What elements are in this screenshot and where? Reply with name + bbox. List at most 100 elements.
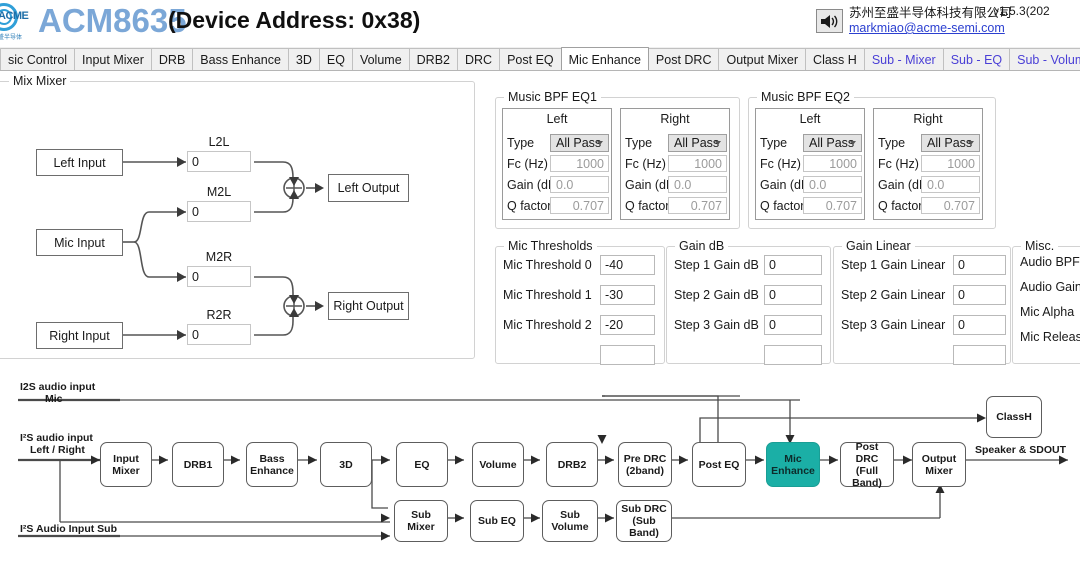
- eq1-right-fc-label: Fc (Hz): [625, 156, 666, 171]
- right-input-label: Right Input: [49, 328, 110, 343]
- audio-bpf-alpha-label: Audio BPF A: [1020, 255, 1080, 269]
- eq2-right-fc-input[interactable]: 1000: [921, 155, 980, 172]
- mic-threshold-1-label: Mic Threshold 1: [503, 288, 592, 302]
- mix-mixer-group: Mix Mixer: [0, 74, 475, 359]
- tab-post-eq[interactable]: Post EQ: [499, 48, 562, 70]
- tab-3d[interactable]: 3D: [287, 48, 320, 70]
- music-bpf-eq1-title: Music BPF EQ1: [504, 90, 601, 104]
- mic-threshold-1-input[interactable]: -30: [600, 285, 655, 305]
- gain-input-r2r[interactable]: 0: [187, 324, 251, 345]
- eq1-right-column: Right Type All Pass Fc (Hz) 1000 Gain (d…: [620, 108, 730, 220]
- eq2-left-gain-label: Gain (dB): [760, 177, 814, 192]
- step3-gain-db-input[interactable]: 0: [764, 315, 822, 335]
- step2-gain-db-label: Step 2 Gain dB: [674, 288, 759, 302]
- eq1-right-q-input[interactable]: 0.707: [668, 197, 727, 214]
- eq2-right-type-value: All Pass: [927, 135, 973, 150]
- eq1-right-type-select[interactable]: All Pass: [668, 133, 727, 152]
- tab-bass-enhance[interactable]: Bass Enhance: [192, 48, 289, 70]
- gain-label-r2r: R2R: [206, 308, 232, 322]
- speaker-sdout-label: Speaker & SDOUT: [975, 444, 1067, 456]
- eq1-left-column: Left Type All Pass Fc (Hz) 1000 Gain (dB…: [502, 108, 612, 220]
- chevron-down-icon: [850, 140, 856, 145]
- tab-sub-volume[interactable]: Sub - Volume: [1009, 48, 1080, 70]
- tab-drc[interactable]: DRC: [457, 48, 501, 70]
- flow-block-sub-drc[interactable]: Sub DRC (Sub Band): [616, 500, 672, 542]
- tab-sub-eq[interactable]: Sub - EQ: [942, 48, 1011, 70]
- flow-block-bass-enhance[interactable]: Bass Enhance: [246, 442, 298, 487]
- eq1-left-fc-input[interactable]: 1000: [550, 155, 609, 172]
- i2s-sub-input-label: I²S Audio Input Sub: [20, 523, 118, 535]
- tab-label: DRB2: [416, 53, 450, 67]
- step3-gain-linear-input[interactable]: 0: [953, 315, 1006, 335]
- tab-output-mixer[interactable]: Output Mixer: [718, 48, 807, 70]
- flow-block-input-mixer[interactable]: Input Mixer: [100, 442, 152, 487]
- flow-block-sub-volume[interactable]: Sub Volume: [542, 500, 598, 542]
- tab-drb[interactable]: DRB: [150, 48, 194, 70]
- eq2-right-type-select[interactable]: All Pass: [921, 133, 980, 152]
- flow-block-sub-mixer[interactable]: Sub Mixer: [394, 500, 448, 542]
- tab-label: DRC: [465, 53, 493, 67]
- tab-sub-mixer[interactable]: Sub - Mixer: [863, 48, 944, 70]
- step1-gain-linear-input[interactable]: 0: [953, 255, 1006, 275]
- flow-block-drb2[interactable]: DRB2: [546, 442, 598, 487]
- flow-block-eq[interactable]: EQ: [396, 442, 448, 487]
- flow-block-sub-eq[interactable]: Sub EQ: [470, 500, 524, 542]
- company-email-link[interactable]: markmiao@acme-semi.com: [849, 21, 1005, 35]
- step2-gain-linear-input[interactable]: 0: [953, 285, 1006, 305]
- flow-block-post-drc[interactable]: Post DRC (Full Band): [840, 441, 894, 489]
- eq2-left-type-select[interactable]: All Pass: [803, 133, 862, 152]
- tab-eq[interactable]: EQ: [318, 48, 353, 70]
- eq1-left-type-select[interactable]: All Pass: [550, 133, 609, 152]
- flow-block-post-eq[interactable]: Post EQ: [692, 442, 746, 487]
- music-bpf-eq2-title: Music BPF EQ2: [757, 90, 854, 104]
- mic-threshold-2-input[interactable]: -20: [600, 315, 655, 335]
- tab-post-drc[interactable]: Post DRC: [647, 48, 720, 70]
- i2s-lr-input-label2: Left / Right: [30, 444, 85, 456]
- flow-block-drb1[interactable]: DRB1: [172, 442, 224, 487]
- flow-block-classh[interactable]: ClassH: [986, 396, 1042, 438]
- tab-volume[interactable]: Volume: [351, 48, 410, 70]
- flow-block-3d[interactable]: 3D: [320, 442, 372, 487]
- mic-threshold-2-label: Mic Threshold 2: [503, 318, 592, 332]
- logo-text: ACME: [0, 10, 29, 22]
- eq2-right-q-label: Q factor: [878, 198, 923, 213]
- eq1-right-fc-input[interactable]: 1000: [668, 155, 727, 172]
- tab-drb2[interactable]: DRB2: [408, 48, 458, 70]
- eq1-left-gain-input[interactable]: 0.0: [550, 176, 609, 193]
- step1-gain-db-input[interactable]: 0: [764, 255, 822, 275]
- tab-label: Mic Enhance: [568, 52, 641, 67]
- mic-threshold-3-input[interactable]: [600, 345, 655, 365]
- flow-block-output-mixer[interactable]: Output Mixer: [912, 442, 966, 487]
- eq1-right-gain-input[interactable]: 0.0: [668, 176, 727, 193]
- gain-input-l2l[interactable]: 0: [187, 151, 251, 172]
- step2-gain-linear-label: Step 2 Gain Linear: [841, 288, 946, 302]
- tab-sic-control[interactable]: sic Control: [0, 48, 76, 70]
- tab-label: Sub - EQ: [950, 53, 1003, 67]
- tab-mic-enhance[interactable]: Mic Enhance: [560, 47, 649, 70]
- mic-threshold-0-input[interactable]: -40: [600, 255, 655, 275]
- step2-gain-db-input[interactable]: 0: [764, 285, 822, 305]
- eq2-right-q-input[interactable]: 0.707: [921, 197, 980, 214]
- flow-block-mic-enhance[interactable]: Mic Enhance: [766, 442, 820, 487]
- eq1-left-q-input[interactable]: 0.707: [550, 197, 609, 214]
- tab-label: Sub - Mixer: [871, 53, 936, 67]
- i2s-lr-input-label: I²S audio input: [20, 432, 93, 444]
- step4-gain-linear-input[interactable]: [953, 345, 1006, 365]
- device-address-label: (Device Address: 0x38): [168, 7, 421, 33]
- eq1-right-gain-label: Gain (dB): [625, 177, 679, 192]
- gain-input-m2l[interactable]: 0: [187, 201, 251, 222]
- eq2-left-gain-input[interactable]: 0.0: [803, 176, 862, 193]
- flow-block-volume[interactable]: Volume: [472, 442, 524, 487]
- gain-input-m2r[interactable]: 0: [187, 266, 251, 287]
- tab-input-mixer[interactable]: Input Mixer: [74, 48, 152, 70]
- left-output-label: Left Output: [337, 181, 400, 195]
- eq2-right-gain-input[interactable]: 0.0: [921, 176, 980, 193]
- eq2-left-fc-input[interactable]: 1000: [803, 155, 862, 172]
- chevron-down-icon: [597, 140, 603, 145]
- flow-block-pre-drc[interactable]: Pre DRC (2band): [618, 442, 672, 487]
- step4-gain-db-input[interactable]: [764, 345, 822, 365]
- step1-gain-linear-label: Step 1 Gain Linear: [841, 258, 946, 272]
- eq2-left-q-input[interactable]: 0.707: [803, 197, 862, 214]
- tab-label: Sub - Volume: [1017, 53, 1080, 67]
- tab-class-h[interactable]: Class H: [805, 48, 865, 70]
